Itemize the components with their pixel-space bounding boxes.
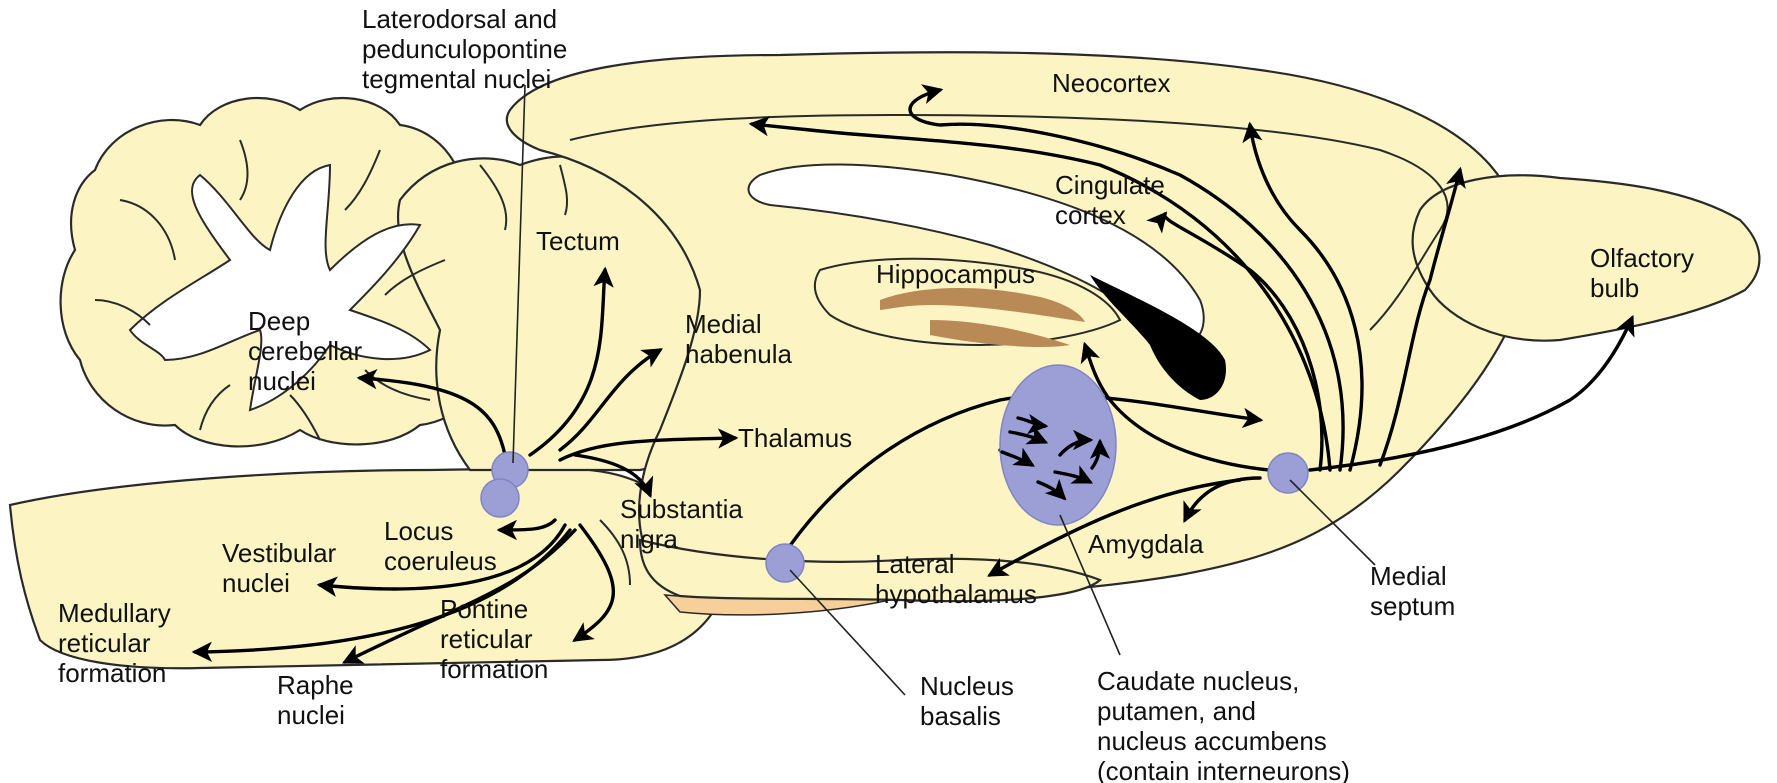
label-pontine: Pontine reticular formation xyxy=(440,594,548,684)
label-neocortex: Neocortex xyxy=(1052,68,1171,98)
label-medial-septum: Medial septum xyxy=(1370,561,1455,621)
olfactory-bulb xyxy=(1413,175,1760,340)
nucleus-basalis-dot xyxy=(766,544,804,582)
label-hippocampus: Hippocampus xyxy=(876,259,1035,289)
label-amygdala: Amygdala xyxy=(1088,529,1204,559)
label-thalamus: Thalamus xyxy=(738,423,852,453)
label-caudate: Caudate nucleus, putamen, and nucleus ac… xyxy=(1097,666,1350,783)
medial-septum-dot xyxy=(1268,453,1308,493)
label-tectum: Tectum xyxy=(536,226,620,256)
label-ldt-ppt: Laterodorsal and pedunculopontine tegmen… xyxy=(362,4,575,94)
label-raphe: Raphe nuclei xyxy=(277,670,361,730)
locus-coeruleus-nucleus xyxy=(481,479,519,517)
label-nucleus-basalis: Nucleus basalis xyxy=(920,671,1021,731)
